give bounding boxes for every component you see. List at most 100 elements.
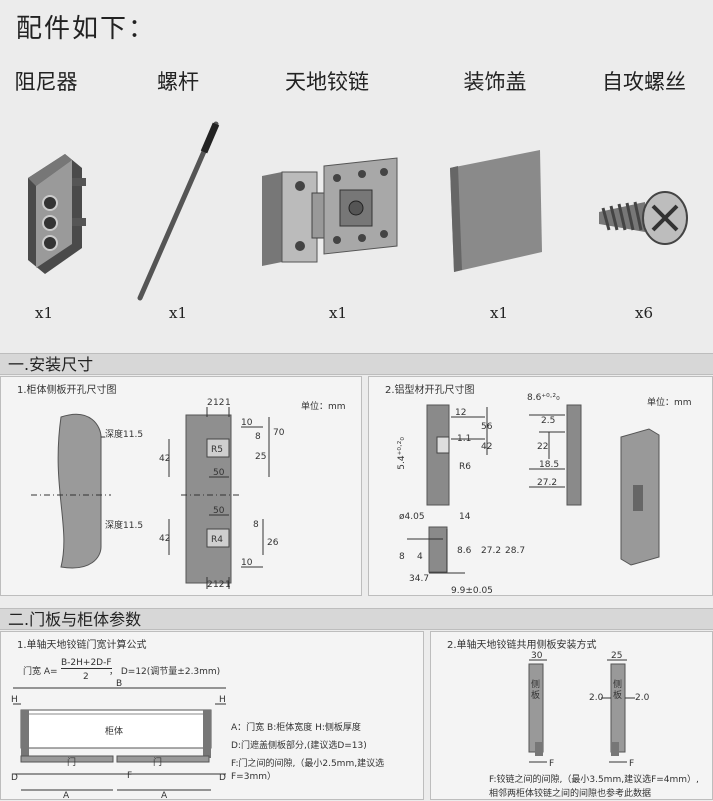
pivot-hinge-icon [262, 157, 398, 266]
page-title: 配件如下： [16, 14, 157, 44]
dim-2-5: 2.5 [541, 416, 555, 426]
self-tapping-screw-icon [599, 191, 688, 245]
dim-12-top: 12 [213, 398, 224, 408]
dim-34-7: 34.7 [409, 574, 429, 584]
dim-10-top: 10 [241, 418, 253, 428]
side-label-right: 侧板 [613, 680, 623, 701]
formula-denominator: 2 [83, 672, 89, 682]
dim-10-bottom: 10 [241, 558, 253, 568]
dim-30: 30 [531, 651, 543, 661]
panel1-unit: 单位：mm [301, 402, 346, 412]
dim-27-2-c: 27.2 [481, 546, 501, 556]
part-qty-screw: x6 [634, 304, 653, 322]
letter-a-right: A [161, 791, 168, 801]
dim-50-bottom: 50 [213, 506, 225, 516]
dim-r5: R5 [211, 445, 223, 455]
dim-12-bottom: 12 [213, 580, 224, 590]
panel-door-width: 1.单轴天地铰链门宽计算公式 门宽 A= B-2H+2D-F 2 ， D=12(… [0, 631, 424, 801]
dim-8-bottom: 8 [253, 520, 259, 530]
panel-side-drilling: 1.柜体侧板开孔尺寸图 单位：mm 深度11.5 深度11.5 2 12 1 1… [0, 376, 362, 596]
part-name-cover: 装饰盖 [463, 70, 527, 94]
section1-heading: 一.安装尺寸 [0, 353, 713, 375]
dim-1-bottom: 1 [225, 580, 231, 590]
dim-42-al: 42 [481, 442, 492, 452]
dim-25: 25 [255, 452, 266, 462]
part-qty-hinge: x1 [328, 304, 347, 322]
dim-22-al: 22 [537, 442, 548, 452]
legend-line-2: D:门遮盖侧板部分,(建议选D=13) [231, 741, 367, 751]
panel1-title: 1.柜体侧板开孔尺寸图 [17, 385, 117, 396]
dim-1-top: 1 [225, 398, 231, 408]
dim-d4-05: ø4.05 [399, 512, 425, 522]
decorative-cover-icon [450, 150, 542, 272]
side-panel-drawing: 2 12 1 10 8 70 42 R5 25 50 50 8 26 42 R4… [31, 398, 285, 590]
dim-8-c: 8 [399, 552, 405, 562]
panel-shared-side: 2.单轴天地铰链共用侧板安装方式 30 25 2.0 2.0 F F 侧板 侧板… [430, 631, 713, 800]
part-qty-screw-rod: x1 [168, 304, 187, 322]
panel2-title: 2.铝型材开孔尺寸图 [385, 385, 475, 396]
side-label-left: 侧板 [531, 680, 541, 701]
dim-18-5: 18.5 [539, 460, 559, 470]
dim-9-9: 9.9±0.05 [451, 586, 493, 596]
dim-42-top: 42 [159, 454, 170, 464]
dim-42-bottom: 42 [159, 534, 170, 544]
dim-56-al: 56 [481, 422, 493, 432]
dim-r4: R4 [211, 535, 223, 545]
legend-line-3: F:门之间的间隙,（最小2.5mm,建议选F=3mm） [231, 759, 385, 782]
door-label-right: 门 [153, 756, 162, 768]
note-line-2: 相邻两柜体铰链之间的间隙也参考此数据 [489, 789, 652, 799]
f-label-left: F [549, 759, 554, 769]
panel-aluminum-drilling: 2.铝型材开孔尺寸图 单位：mm 5.4⁺⁰·²₀ 8.6⁺⁰·²₀ 12 56… [368, 376, 713, 596]
dim-26: 26 [267, 538, 279, 548]
door-label-left: 门 [67, 756, 76, 768]
dim-70: 70 [273, 428, 285, 438]
dim-2-0-left: 2.0 [589, 693, 604, 703]
part-qty-cover: x1 [489, 304, 508, 322]
part-name-screw: 自攻螺丝 [602, 70, 686, 94]
part-name-hinge: 天地铰链 [285, 70, 369, 94]
aluminum-drawing: 12 56 1.1 42 R6 2.5 22 18.5 27.2 ø4.05 1… [399, 404, 660, 596]
formula-label: 门宽 A= [23, 667, 58, 677]
letter-h-right: H [219, 695, 226, 705]
damper-icon [28, 154, 86, 274]
dim-4-c: 4 [417, 552, 423, 562]
dim-50-top: 50 [213, 468, 225, 478]
dim-8-top: 8 [255, 432, 261, 442]
f-label-right: F [629, 759, 634, 769]
panel3-title: 1.单轴天地铰链门宽计算公式 [17, 640, 147, 651]
dim-12-al: 12 [455, 408, 466, 418]
dim-25-side: 25 [611, 651, 622, 661]
formula-note: ， D=12(调节量±2.3mm) [109, 667, 221, 677]
letter-b: B [116, 679, 122, 689]
dim-28-7: 28.7 [505, 546, 525, 556]
depth-label-bottom: 深度11.5 [105, 521, 144, 531]
dim-2-top: 2 [207, 398, 213, 408]
panel2-unit: 单位：mm [647, 398, 692, 408]
letter-d-left: D [11, 773, 18, 783]
letter-h-left: H [11, 695, 18, 705]
formula-numerator: B-2H+2D-F [61, 658, 112, 669]
part-qty-damper: x1 [34, 304, 53, 322]
part-name-screw-rod: 螺杆 [157, 70, 199, 94]
note-line-1: F:铰链之间的间隙,（最小3.5mm,建议选F=4mm）, [489, 775, 699, 785]
dim-8-6: 8.6⁺⁰·²₀ [527, 393, 560, 403]
screw-rod-icon [137, 121, 220, 301]
letter-f: F [127, 771, 132, 781]
dim-2-bottom: 2 [207, 580, 213, 590]
shared-side-drawing: 30 25 2.0 2.0 F F [528, 651, 650, 769]
letter-d-right: D [219, 773, 226, 783]
dim-2-0-right: 2.0 [635, 693, 650, 703]
cabinet-label: 柜体 [105, 725, 123, 737]
letter-a-left: A [63, 791, 70, 801]
part-name-damper: 阻尼器 [14, 70, 78, 94]
dim-8-6-c: 8.6 [457, 546, 472, 556]
cabinet-drawing: B H H 柜体 门 门 D D F A A [11, 679, 226, 801]
section2-heading: 二.门板与柜体参数 [0, 608, 713, 630]
dim-r6: R6 [459, 462, 471, 472]
dim-1-1: 1.1 [457, 434, 471, 444]
panel4-title: 2.单轴天地铰链共用侧板安装方式 [447, 640, 597, 651]
dim-27-2-top: 27.2 [537, 478, 557, 488]
dim-14: 14 [459, 512, 471, 522]
legend-line-1: A：门宽 B:柜体宽度 H:侧板厚度 [231, 723, 361, 733]
depth-label-top: 深度11.5 [105, 430, 144, 440]
